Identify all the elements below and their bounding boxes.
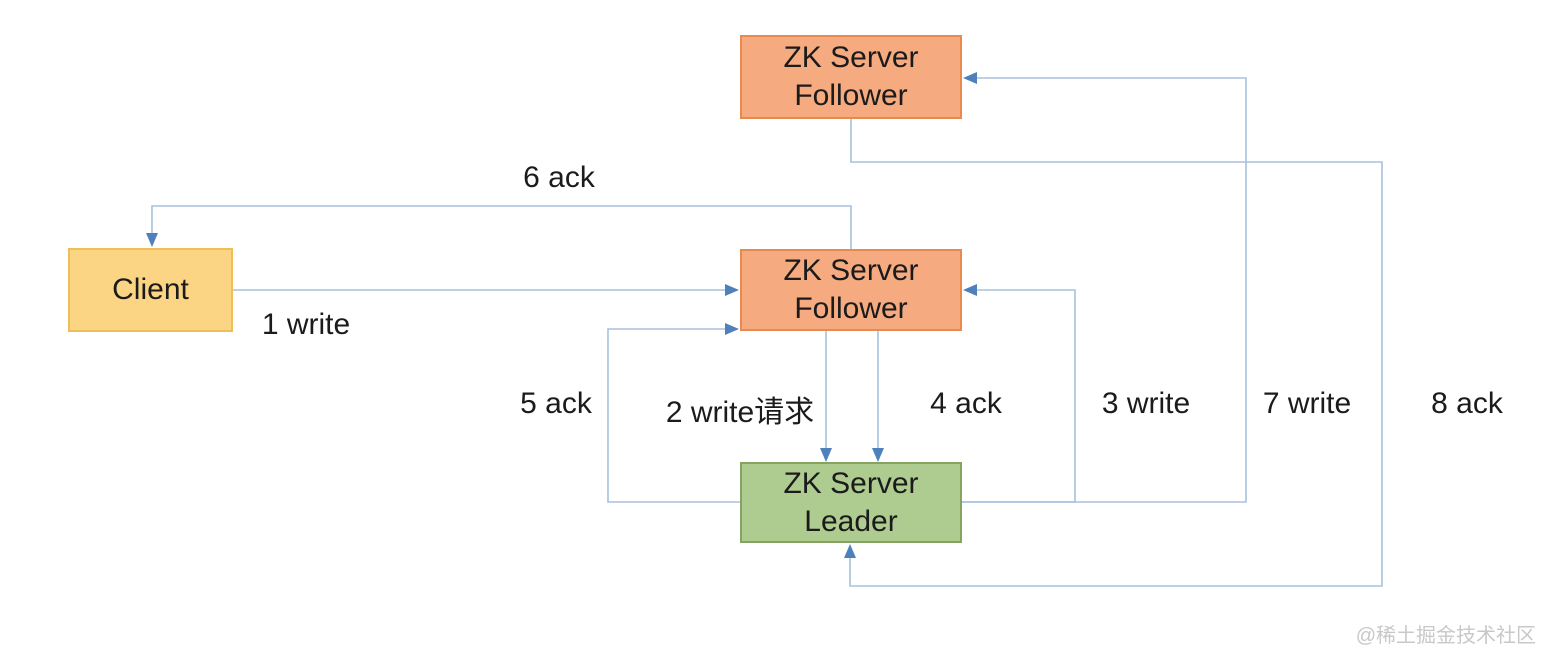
zk-server-leader-label-line1: ZK Server (783, 466, 919, 500)
edge-label-6-ack: 6 ack (523, 161, 595, 194)
client-box: Client (68, 248, 233, 332)
edge-6-ack-line (146, 205, 852, 249)
zk-server-follower-top-label-line2: Follower (794, 79, 908, 112)
zk-server-follower-mid-label-line1: ZK Server (783, 254, 919, 287)
edge-8-ack-line (844, 119, 1383, 587)
zk-server-leader-box: ZK Server Leader (740, 462, 962, 543)
zk-server-follower-mid-label-line2: Follower (794, 292, 908, 325)
edge-label-5-ack: 5 ack (520, 387, 592, 420)
watermark-text: @稀土掘金技术社区 (1355, 625, 1536, 647)
zk-server-leader-label-line2: Leader (804, 504, 898, 538)
edge-label-1-write: 1 write (261, 308, 351, 341)
edge-label-7-write: 7 write (1262, 387, 1352, 420)
zk-server-follower-top-label-line1: ZK Server (783, 41, 919, 74)
edge-7-write-line (962, 72, 1247, 503)
client-label: Client (112, 273, 189, 306)
zk-server-follower-mid-box: ZK Server Follower (740, 249, 962, 331)
edge-label-4-ack: 4 ack (930, 387, 1002, 420)
edge-label-2-write-request: 2 write请求 (665, 396, 815, 429)
edge-5-ack-line (607, 323, 740, 503)
edge-label-3-write: 3 write (1101, 387, 1191, 420)
edge-label-8-ack: 8 ack (1431, 387, 1503, 420)
zk-server-follower-top-box: ZK Server Follower (740, 35, 962, 119)
